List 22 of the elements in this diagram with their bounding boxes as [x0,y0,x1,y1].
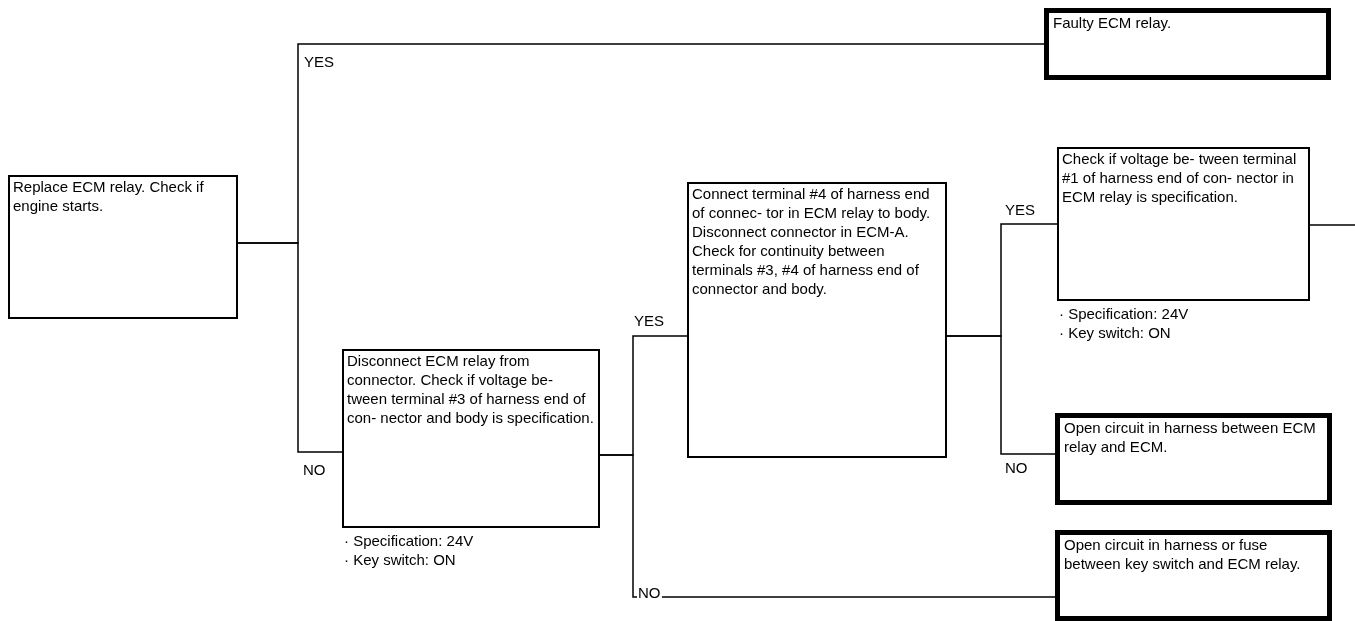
result-box [1055,413,1332,505]
spec-note: · Specification: 24V [344,531,474,550]
process-box [1057,147,1310,301]
connector-line [237,242,343,453]
spec-note: · Specification: 24V [1059,304,1189,323]
process-box [687,182,947,458]
process-box [342,349,600,528]
box-text: Disconnect ECM relay from connector. Check if voltage be- tween terminal #3 of harness end of con- nector and body is specification. [347,351,595,427]
box-text: Open circuit in harness or fuse between key switch and ECM relay. [1064,535,1302,573]
box-text: Open circuit in harness between ECM relay and ECM. [1064,418,1317,456]
box-text: Check if voltage be- tween terminal #1 of harness end of con- nector in ECM relay is specification. [1062,149,1298,206]
spec-note: · Key switch: ON [344,550,456,569]
box-text: Connect terminal #4 of harness end of connec- tor in ECM relay to body. Disconnect connector in ECM-A. Check for continuity between terminals #3, #4 of harness end of connector and body. [692,184,932,298]
box-text: Replace ECM relay. Check if engine starts. [13,177,205,215]
spec-note: · Key switch: ON [1059,323,1171,342]
box-text: Faulty ECM relay. [1053,13,1173,32]
connector-line [1309,224,1355,226]
result-box [1055,530,1332,621]
process-box [8,175,238,319]
connector-line [946,335,1056,455]
connector-line [599,454,1056,598]
result-box [1044,8,1331,80]
